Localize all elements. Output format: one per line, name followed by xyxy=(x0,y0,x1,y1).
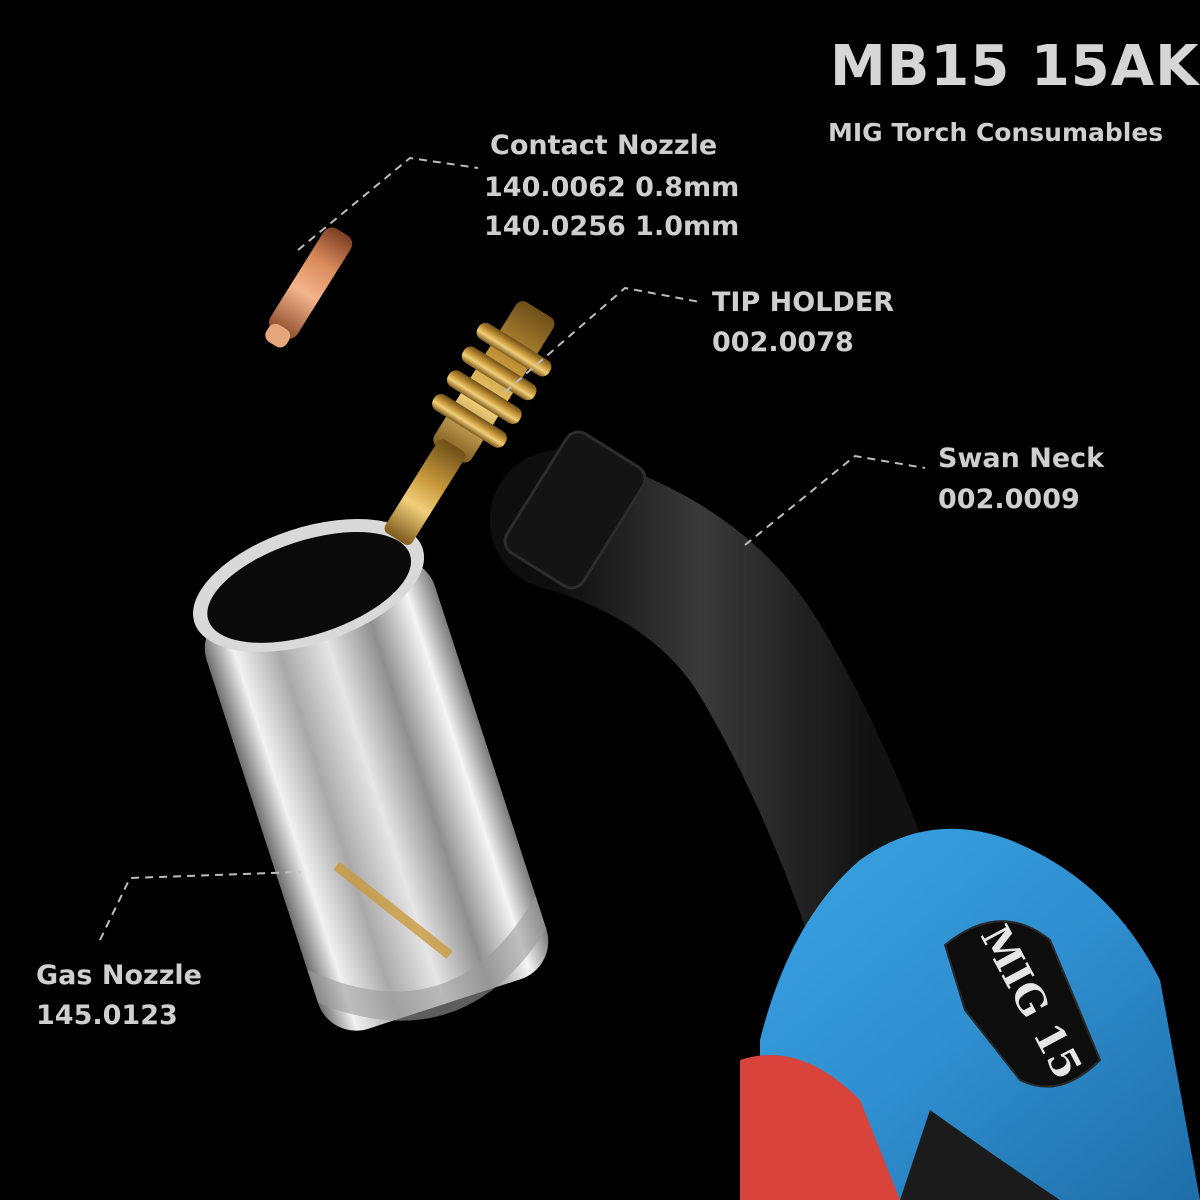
contact-nozzle xyxy=(265,227,353,348)
gas-nozzle-code: 145.0123 xyxy=(36,1000,178,1031)
gas-nozzle xyxy=(193,519,549,1031)
contact-nozzle-code-1: 140.0062 0.8mm xyxy=(484,172,740,203)
tip-holder-label: TIP HOLDER xyxy=(712,287,895,318)
tip-holder-code: 002.0078 xyxy=(712,327,854,358)
gas-nozzle-label: Gas Nozzle xyxy=(36,960,202,991)
neck-sleeve xyxy=(503,430,647,590)
swan-neck-label: Swan Neck xyxy=(938,443,1105,474)
page-title: MB15 15AK xyxy=(830,34,1200,99)
tip-holder xyxy=(384,301,555,545)
swan-neck-hose xyxy=(490,450,940,970)
leader-line-swan-neck xyxy=(744,454,926,546)
contact-nozzle-code-2: 140.0256 1.0mm xyxy=(484,211,740,242)
leader-lines xyxy=(99,156,926,941)
leader-line-tip-holder xyxy=(504,286,701,393)
contact-nozzle-label: Contact Nozzle xyxy=(490,130,718,161)
torch-handle xyxy=(740,828,1200,1200)
page-subtitle: MIG Torch Consumables xyxy=(828,118,1164,147)
swan-neck-code: 002.0009 xyxy=(938,484,1080,515)
leader-line-gas-nozzle xyxy=(99,871,301,941)
leader-line-contact-nozzle xyxy=(297,156,479,251)
